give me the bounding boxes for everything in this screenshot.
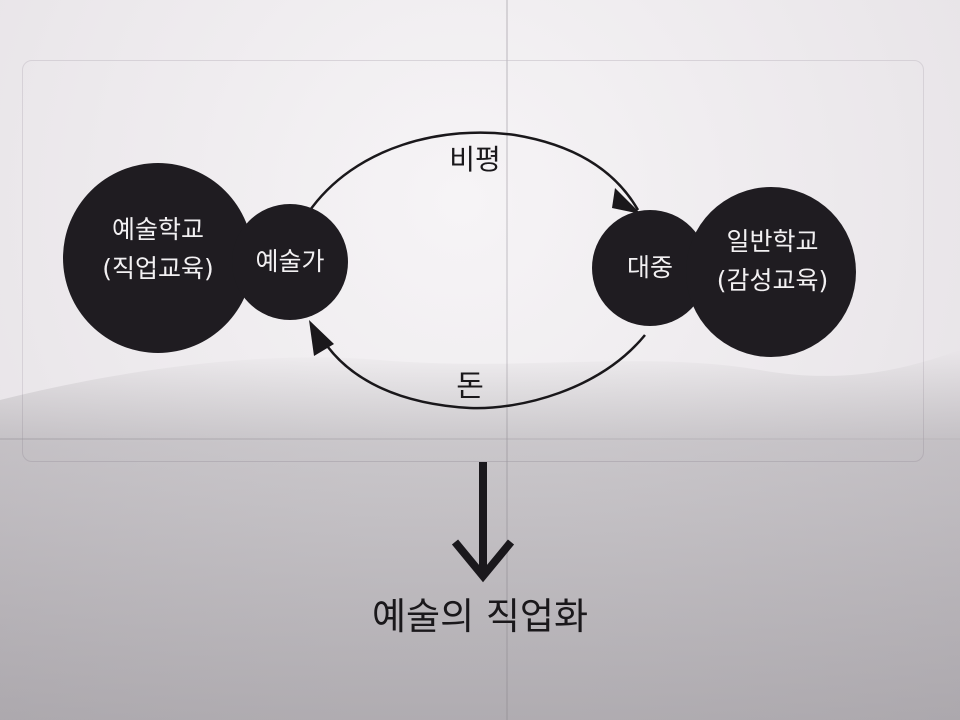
art-school-line1: 예술학교 — [111, 215, 204, 244]
node-general-school — [686, 187, 856, 357]
node-general-school-label: 일반학교 (감성교육) — [700, 226, 845, 297]
general-school-line1: 일반학교 — [726, 227, 819, 256]
result-arrow-shaft — [479, 462, 487, 572]
general-school-line2: (감성교육) — [716, 266, 829, 296]
node-art-school — [63, 163, 253, 353]
edge-critique-arrowhead — [612, 188, 641, 214]
art-school-line2: (직업교육) — [102, 254, 214, 284]
edge-money-arrowhead — [309, 320, 334, 356]
node-artist-label: 예술가 — [255, 247, 325, 276]
edge-critique-arc — [306, 131, 640, 214]
result-label: 예술의 직업화 — [371, 595, 588, 638]
node-artist — [232, 204, 348, 320]
node-art-school-label: 예술학교 (직업교육) — [78, 214, 238, 285]
edge-critique-label: 비평 — [449, 143, 501, 176]
node-public — [592, 210, 708, 326]
node-public-label: 대중 — [626, 253, 673, 282]
edge-money-label: 돈 — [456, 369, 484, 404]
